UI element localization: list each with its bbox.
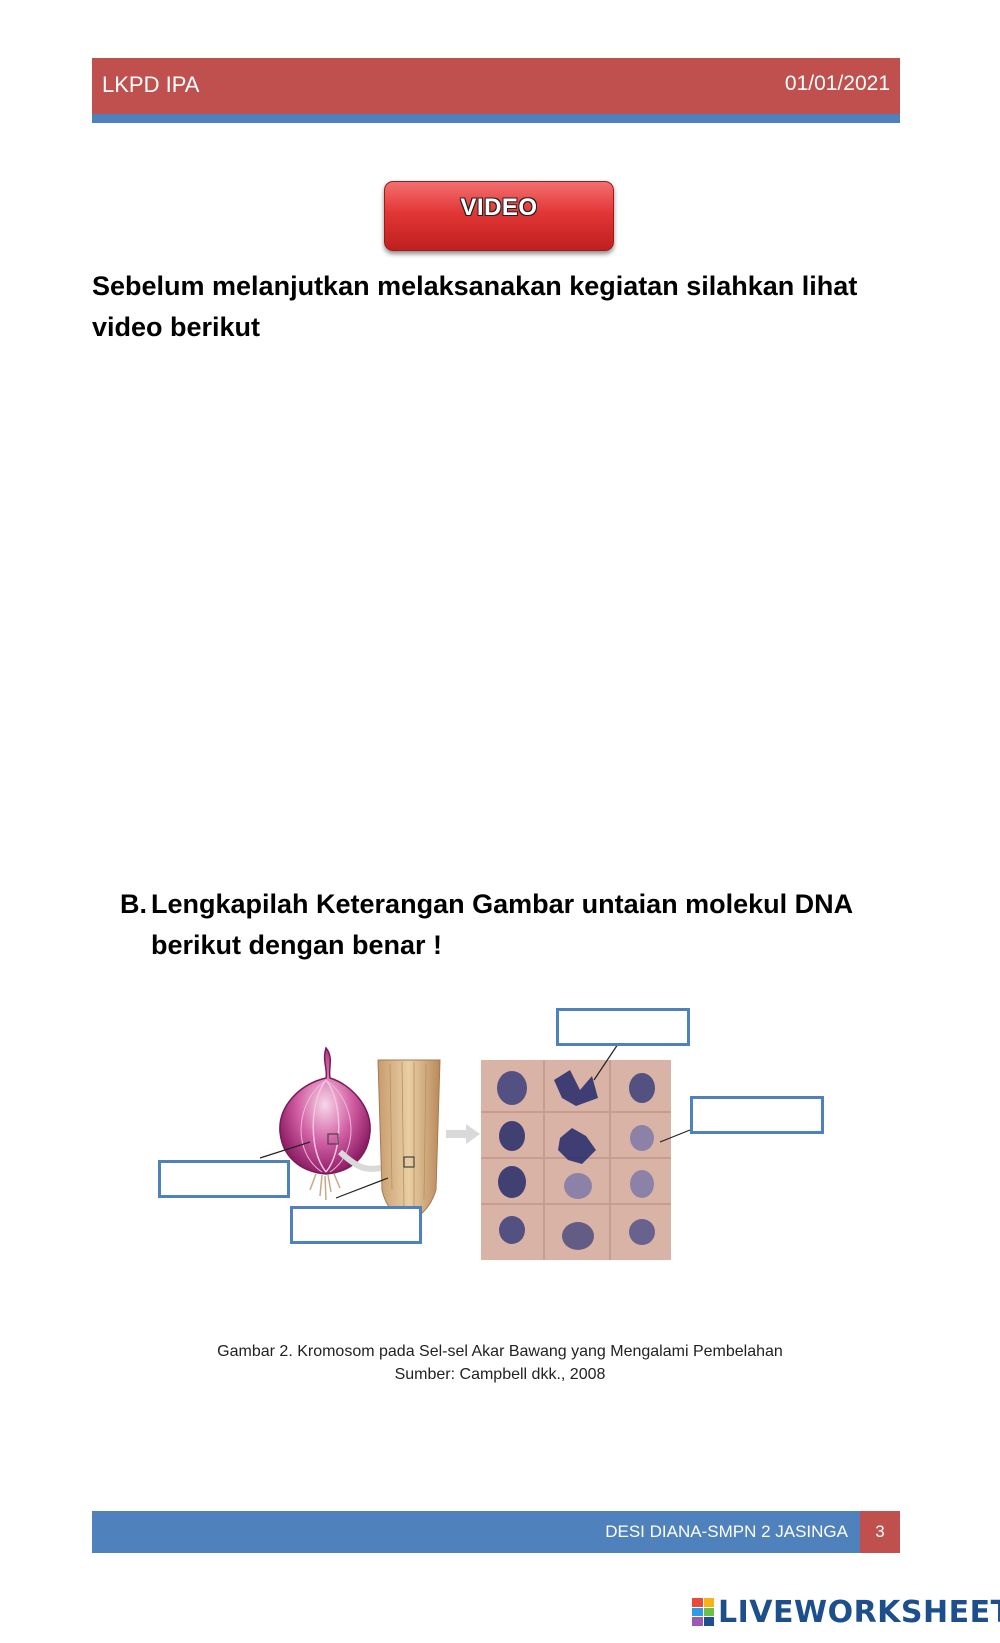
zoom-arrow-1 (337, 1149, 383, 1172)
onion-root-figure (150, 1008, 850, 1320)
instruction-text: Sebelum melanjutkan melaksanakan kegiata… (92, 271, 858, 342)
answer-box-4[interactable] (690, 1096, 824, 1134)
onion-bulb (279, 1046, 371, 1201)
liveworksheets-wordmark: LIVEWORKSHEETS (718, 1594, 1000, 1630)
cell-micrograph (481, 1060, 671, 1260)
section-b-label: B. (120, 889, 147, 919)
zoom-marker-2 (403, 1156, 415, 1168)
answer-box-1[interactable] (158, 1160, 290, 1198)
page-footer: DESI DIANA-SMPN 2 JASINGA (92, 1511, 860, 1553)
onion-root-illustration (259, 1043, 691, 1260)
liveworksheets-logo[interactable]: LIVEWORKSHEETS (692, 1594, 1000, 1630)
page-number: 3 (860, 1511, 900, 1553)
figure-source: Sumber: Campbell dkk., 2008 (394, 1366, 606, 1383)
footer-author: DESI DIANA-SMPN 2 JASINGA (605, 1522, 848, 1541)
video-button-label: VIDEO (460, 194, 538, 221)
leader-line-4 (659, 1129, 691, 1143)
leader-line-1 (259, 1141, 311, 1159)
video-embed-area[interactable] (92, 360, 900, 840)
header-title: LKPD IPA (102, 72, 200, 97)
answer-box-2[interactable] (290, 1206, 422, 1244)
liveworksheets-icon (692, 1598, 714, 1626)
figure-caption: Gambar 2. Kromosom pada Sel-sel Akar Baw… (217, 1343, 783, 1360)
video-button[interactable]: VIDEO (384, 181, 614, 251)
page-header: LKPD IPA 01/01/2021 (92, 58, 900, 114)
leader-line-2 (335, 1177, 389, 1199)
zoom-arrow-2-head (466, 1124, 480, 1144)
answer-box-3[interactable] (556, 1008, 690, 1046)
header-date: 01/01/2021 (784, 72, 890, 95)
header-band (92, 114, 900, 123)
root-tip (377, 1059, 441, 1221)
zoom-marker-1 (327, 1133, 339, 1145)
section-b-text: Lengkapilah Keterangan Gambar untaian mo… (151, 889, 853, 960)
leader-line-3 (593, 1043, 619, 1081)
